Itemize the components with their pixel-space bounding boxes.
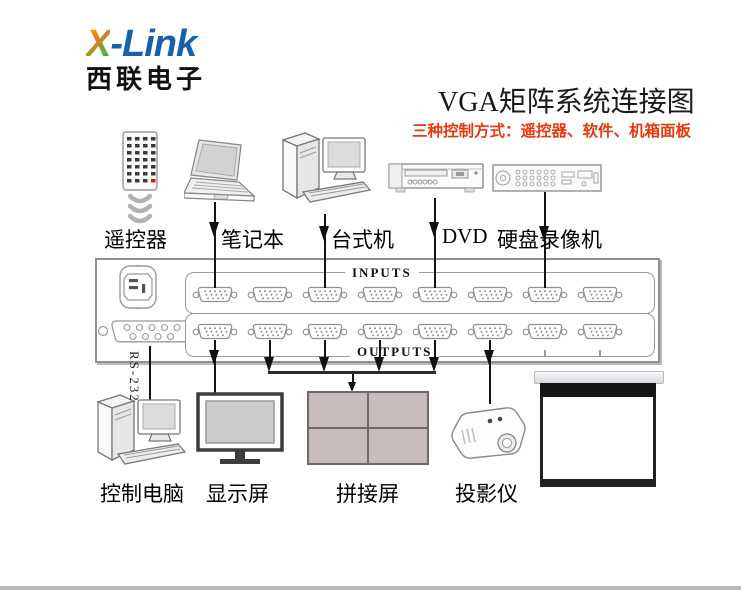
control-note: 三种控制方式：遥控器、软件、机箱面板 [412,123,692,140]
vga-port [467,286,513,303]
page-title: VGA矩阵系统连接图 [438,87,695,118]
output-device-label-display: 显示屏 [206,482,269,506]
laptop-icon [184,139,256,202]
arrow-down-icon [373,357,384,372]
input-device-label-desktop: 台式机 [331,228,394,252]
company-name: 西联电子 [86,64,207,94]
desktop-pc-icon [281,132,372,203]
output-device-label-control-pc: 控制电脑 [100,482,184,506]
arrow-down-icon [538,226,549,241]
brand-name: X-Link [86,23,197,65]
line-dvd-to-input5 [434,198,436,288]
vga-port [412,286,458,303]
vga-port [247,286,293,303]
vga-port [412,323,458,340]
line-desktop-to-input3 [324,214,326,288]
arrow-down-icon [263,357,274,372]
power-socket-icon [119,264,157,310]
outputs-label: OUTPUTS [350,344,440,360]
bus-line-to-video-wall [268,371,436,374]
input-device-label-laptop: 笔记本 [221,228,284,252]
remote-control-icon [122,131,158,224]
line-laptop-to-input1 [214,202,216,288]
hdd-recorder-icon [492,164,602,192]
vga-port [192,286,238,303]
inputs-label: INPUTS [345,265,419,281]
arrow-down-icon [318,357,329,372]
rs232-label: RS-232 [127,351,142,403]
vga-port [357,323,403,340]
display-monitor-icon [196,392,284,464]
arrow-down-icon [208,222,219,237]
arrow-down-icon [208,350,219,365]
projection-screen-icon [540,397,656,487]
vga-port [247,323,293,340]
outputs-port-row [192,319,623,345]
line-output6-to-projector [489,340,491,404]
vga-port [192,323,238,340]
input-device-label-dvd: DVD [442,224,488,248]
xlink-logo: X-Link 西联电子 [86,24,206,94]
control-pc-icon [96,394,187,465]
arrow-down-icon [483,350,494,365]
vga-port [467,323,513,340]
vga-port [357,286,403,303]
ir-waves-icon [127,193,153,224]
projection-screen-top-bar [540,383,656,397]
vga-port [522,286,568,303]
vga-port [522,323,568,340]
output-device-label-projector: 投影仪 [455,482,518,506]
input-device-label-dvr: 硬盘录像机 [497,228,602,252]
arrow-down-icon [318,226,329,241]
inputs-port-row [192,282,623,308]
vga-port [302,286,348,303]
arrow-down-icon [428,357,439,372]
projector-icon [451,407,526,459]
line-rs232-to-control-pc [149,346,151,416]
vga-port [577,323,623,340]
input-device-label-remote: 遥控器 [104,228,167,252]
line-output1-to-display [214,340,216,398]
output-device-label-video-wall: 拼接屏 [336,482,399,506]
dvd-player-icon [388,163,484,193]
vga-port [577,286,623,303]
arrow-down-icon [428,222,439,237]
line-bus-to-video-wall [352,374,354,384]
vga-port [302,323,348,340]
video-wall-icon [307,391,429,465]
arrow-down-icon [348,382,356,392]
footer-bar [0,586,741,590]
